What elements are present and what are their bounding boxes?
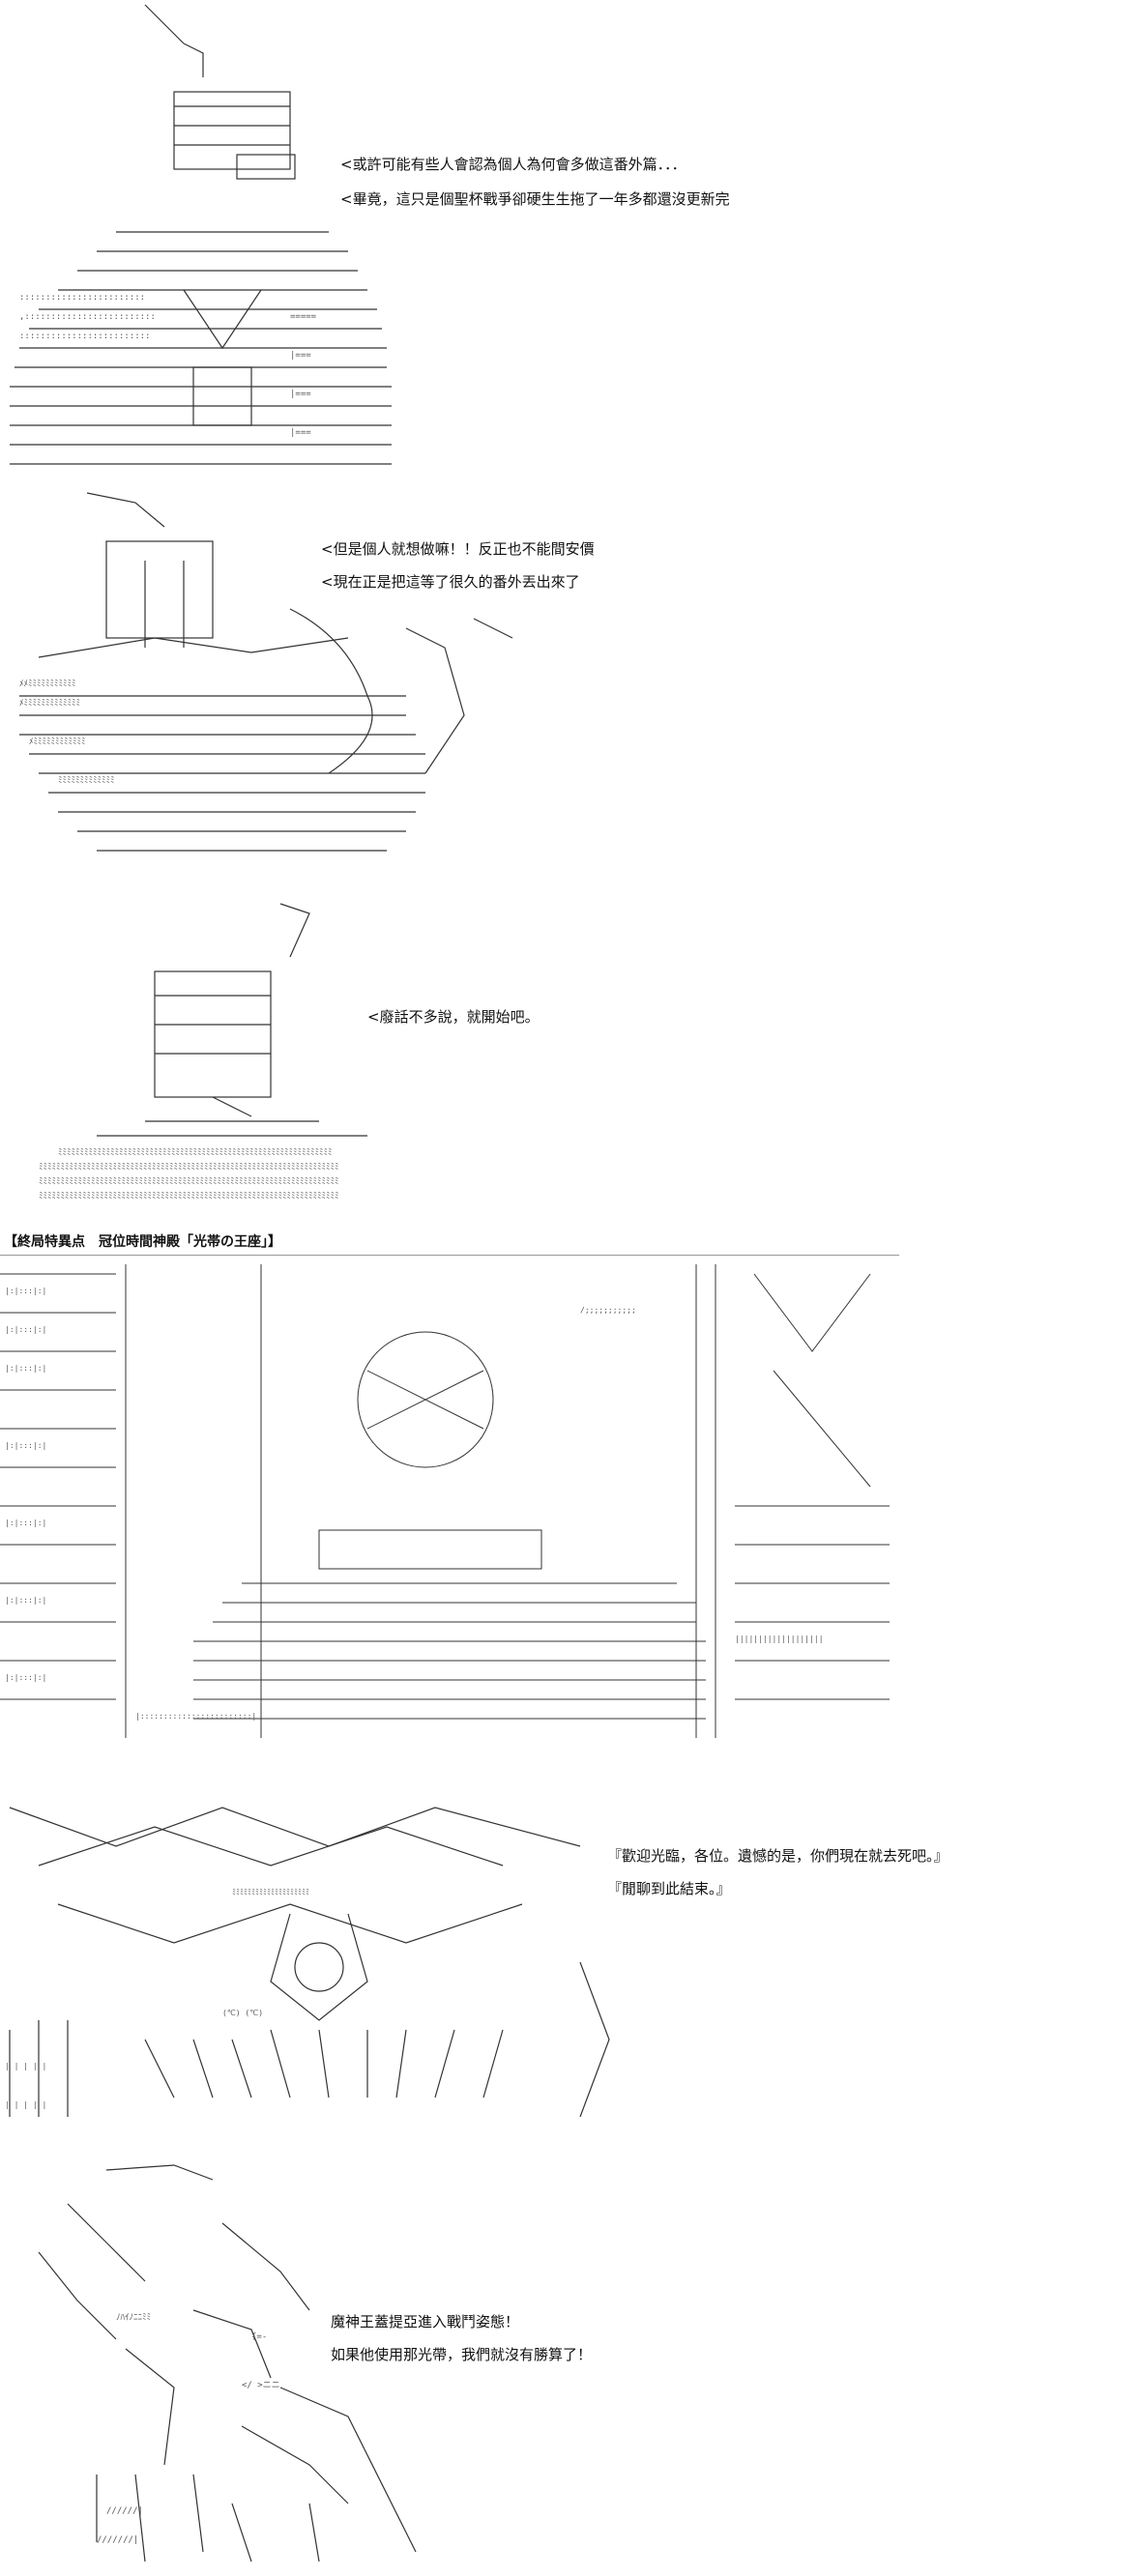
svg-text::::::::::::::::::::::::::: ::::::::::::::::::::::::: — [19, 332, 150, 341]
ascii-art-seated-figure: ﾐﾐﾐﾐﾐﾐﾐﾐﾐﾐﾐﾐﾐﾐﾐﾐﾐﾐﾐﾐﾐﾐﾐﾐﾐﾐﾐﾐﾐﾐﾐﾐﾐﾐﾐﾐﾐﾐﾐﾐ… — [0, 889, 454, 1218]
narration-line-4: <現在正是把這等了很久的番外丟出來了 — [321, 573, 580, 591]
narration-line-1: <或許可能有些人會認為個人為何會多做這番外篇．．． — [340, 156, 686, 173]
svg-text:(℃) (℃): (℃) (℃) — [222, 2009, 263, 2017]
ascii-art-armored-figure: :::::::::::::::::::::::: ,::::::::::::::… — [0, 0, 406, 478]
svg-text:/;;;;;;;;;;;: /;;;;;;;;;;; — [580, 1306, 636, 1315]
svg-text:ﾐﾐﾐﾐﾐﾐﾐﾐﾐﾐﾐﾐﾐﾐﾐﾐﾐﾐﾐﾐﾐﾐﾐﾐﾐﾐﾐﾐﾐﾐ: ﾐﾐﾐﾐﾐﾐﾐﾐﾐﾐﾐﾐﾐﾐﾐﾐﾐﾐﾐﾐﾐﾐﾐﾐﾐﾐﾐﾐﾐﾐﾐﾐﾐﾐﾐﾐﾐﾐﾐﾐ… — [58, 1148, 333, 1158]
dialogue-line-1: 『歡迎光臨，各位。遺憾的是，你們現在就去死吧。』 — [607, 1847, 949, 1865]
svg-text://////|: //////| — [106, 2506, 143, 2516]
svg-text:|:|:::|:|: |:|:::|:| — [5, 1596, 46, 1605]
scene-title: 【終局特異点 冠位時間神殿「光帯の王座」】 — [4, 1234, 281, 1250]
svg-text:ﾐﾐﾐﾐﾐﾐﾐﾐﾐﾐﾐﾐﾐﾐﾐﾐﾐﾐﾐﾐﾐﾐﾐﾐﾐﾐﾐﾐﾐﾐ: ﾐﾐﾐﾐﾐﾐﾐﾐﾐﾐﾐﾐﾐﾐﾐﾐﾐﾐﾐﾐﾐﾐﾐﾐﾐﾐﾐﾐﾐﾐﾐﾐﾐﾐﾐﾐﾐﾐﾐﾐ… — [39, 1163, 339, 1172]
svg-text:|:|:::|:|: |:|:::|:| — [5, 1519, 46, 1527]
svg-text:=====: ===== — [290, 312, 317, 322]
svg-text:|:|:::|:|: |:|:::|:| — [5, 1673, 46, 1682]
dialogue-line-2: 『閒聊到此結束。』 — [607, 1880, 731, 1897]
svg-text:ﾒﾐﾐﾐﾐﾐﾐﾐﾐﾐﾐﾐﾐﾐ: ﾒﾐﾐﾐﾐﾐﾐﾐﾐﾐﾐﾐﾐﾐ — [19, 699, 80, 709]
svg-text:|:|:::|:|: |:|:::|:| — [5, 1364, 46, 1373]
svg-text:|===: |=== — [290, 351, 311, 361]
narration-line-3: <但是個人就想做嘛！！反正也不能間安價 — [321, 540, 595, 558]
narration-line-6: 魔神王蓋提亞進入戰鬥姿態！ — [331, 2313, 520, 2330]
svg-text:ﾐﾐﾐﾐﾐﾐﾐﾐﾐﾐﾐﾐﾐﾐﾐﾐﾐﾐﾐﾐﾐﾐﾐﾐﾐﾐﾐﾐﾐﾐ: ﾐﾐﾐﾐﾐﾐﾐﾐﾐﾐﾐﾐﾐﾐﾐﾐﾐﾐﾐﾐﾐﾐﾐﾐﾐﾐﾐﾐﾐﾐﾐﾐﾐﾐﾐﾐﾐﾐﾐﾐ… — [39, 1192, 339, 1201]
svg-text:ﾐﾐﾐﾐﾐﾐﾐﾐﾐﾐﾐﾐﾐ: ﾐﾐﾐﾐﾐﾐﾐﾐﾐﾐﾐﾐﾐ — [58, 776, 115, 786]
panel-1: :::::::::::::::::::::::: ,::::::::::::::… — [0, 0, 1139, 483]
svg-text:|===: |=== — [290, 428, 311, 438]
svg-text:,:::::::::::::::::::::::::: ,::::::::::::::::::::::::: — [19, 312, 156, 322]
svg-text:ﾒﾐﾐﾐﾐﾐﾐﾐﾐﾐﾐﾐﾐ: ﾒﾐﾐﾐﾐﾐﾐﾐﾐﾐﾐﾐﾐ — [29, 738, 86, 747]
svg-text:::::::::::::::::::::::::: :::::::::::::::::::::::: — [19, 293, 145, 303]
svg-text:{=-: {=- — [251, 2332, 267, 2342]
svg-text:|:|:::|:|: |:|:::|:| — [5, 1441, 46, 1450]
ascii-art-demon-king: ﾐﾐﾐﾐﾐﾐﾐﾐﾐﾐﾐﾐﾐﾐﾐﾐﾐﾐﾐﾐ (℃) (℃) | | | | | |… — [0, 1788, 628, 2146]
panel-2: ﾒﾒﾐﾐﾐﾐﾐﾐﾐﾐﾐﾐﾐ ﾒﾐﾐﾐﾐﾐﾐﾐﾐﾐﾐﾐﾐﾐ ﾒﾐﾐﾐﾐﾐﾐﾐﾐﾐﾐ… — [0, 483, 1139, 889]
ascii-art-throne-scene: |:|:::|:| |:|:::|:| |:|:::|:| |:|:::|:| … — [0, 1255, 899, 1757]
panel-5: ﾐﾐﾐﾐﾐﾐﾐﾐﾐﾐﾐﾐﾐﾐﾐﾐﾐﾐﾐﾐ (℃) (℃) | | | | | |… — [0, 1788, 1139, 2156]
panel-4: 【終局特異点 冠位時間神殿「光帯の王座」】 |:|:::|:| — [0, 1228, 1139, 1759]
ascii-art-demon-king-battle-stance: {=- </ >ニニ ﾉﾊｲﾉﾆﾆﾐﾐ //////| ///////| — [0, 2156, 445, 2571]
svg-text:|===: |=== — [290, 390, 311, 399]
svg-text:|::::::::::::::::::::::::|: |::::::::::::::::::::::::| — [135, 1712, 256, 1721]
panel-6: {=- </ >ニニ ﾉﾊｲﾉﾆﾆﾐﾐ //////| ///////| 魔神王… — [0, 2156, 1139, 2576]
svg-text:|:|:::|:|: |:|:::|:| — [5, 1325, 46, 1334]
narration-line-5: <廢話不多說，就開始吧。 — [367, 1008, 540, 1026]
narration-line-7: 如果他使用那光帶，我們就沒有勝算了！ — [331, 2346, 593, 2363]
svg-text:| | | | |: | | | | | — [5, 2062, 46, 2070]
narration-line-2: <畢竟，這只是個聖杯戰爭卻硬生生拖了一年多都還沒更新完 — [340, 190, 730, 208]
svg-text:</ >ニニ: </ >ニニ — [242, 2381, 280, 2390]
ascii-art-gesturing-figure: ﾒﾒﾐﾐﾐﾐﾐﾐﾐﾐﾐﾐﾐ ﾒﾐﾐﾐﾐﾐﾐﾐﾐﾐﾐﾐﾐﾐ ﾒﾐﾐﾐﾐﾐﾐﾐﾐﾐﾐ… — [0, 483, 541, 880]
svg-text:|||||||||||||||||||: ||||||||||||||||||| — [735, 1635, 824, 1643]
svg-text:///////|: ///////| — [97, 2535, 138, 2545]
svg-text:| | | | |: | | | | | — [5, 2100, 46, 2109]
panel-3: ﾐﾐﾐﾐﾐﾐﾐﾐﾐﾐﾐﾐﾐﾐﾐﾐﾐﾐﾐﾐﾐﾐﾐﾐﾐﾐﾐﾐﾐﾐﾐﾐﾐﾐﾐﾐﾐﾐﾐﾐ… — [0, 889, 1139, 1228]
svg-text:ﾒﾒﾐﾐﾐﾐﾐﾐﾐﾐﾐﾐﾐ: ﾒﾒﾐﾐﾐﾐﾐﾐﾐﾐﾐﾐﾐ — [19, 680, 76, 689]
svg-text:ﾐﾐﾐﾐﾐﾐﾐﾐﾐﾐﾐﾐﾐﾐﾐﾐﾐﾐﾐﾐ: ﾐﾐﾐﾐﾐﾐﾐﾐﾐﾐﾐﾐﾐﾐﾐﾐﾐﾐﾐﾐ — [232, 1888, 309, 1896]
svg-text:ﾉﾊｲﾉﾆﾆﾐﾐ: ﾉﾊｲﾉﾆﾆﾐﾐ — [116, 2313, 151, 2323]
svg-text:ﾐﾐﾐﾐﾐﾐﾐﾐﾐﾐﾐﾐﾐﾐﾐﾐﾐﾐﾐﾐﾐﾐﾐﾐﾐﾐﾐﾐﾐﾐ: ﾐﾐﾐﾐﾐﾐﾐﾐﾐﾐﾐﾐﾐﾐﾐﾐﾐﾐﾐﾐﾐﾐﾐﾐﾐﾐﾐﾐﾐﾐﾐﾐﾐﾐﾐﾐﾐﾐﾐﾐ… — [39, 1177, 339, 1187]
svg-text:|:|:::|:|: |:|:::|:| — [5, 1287, 46, 1295]
